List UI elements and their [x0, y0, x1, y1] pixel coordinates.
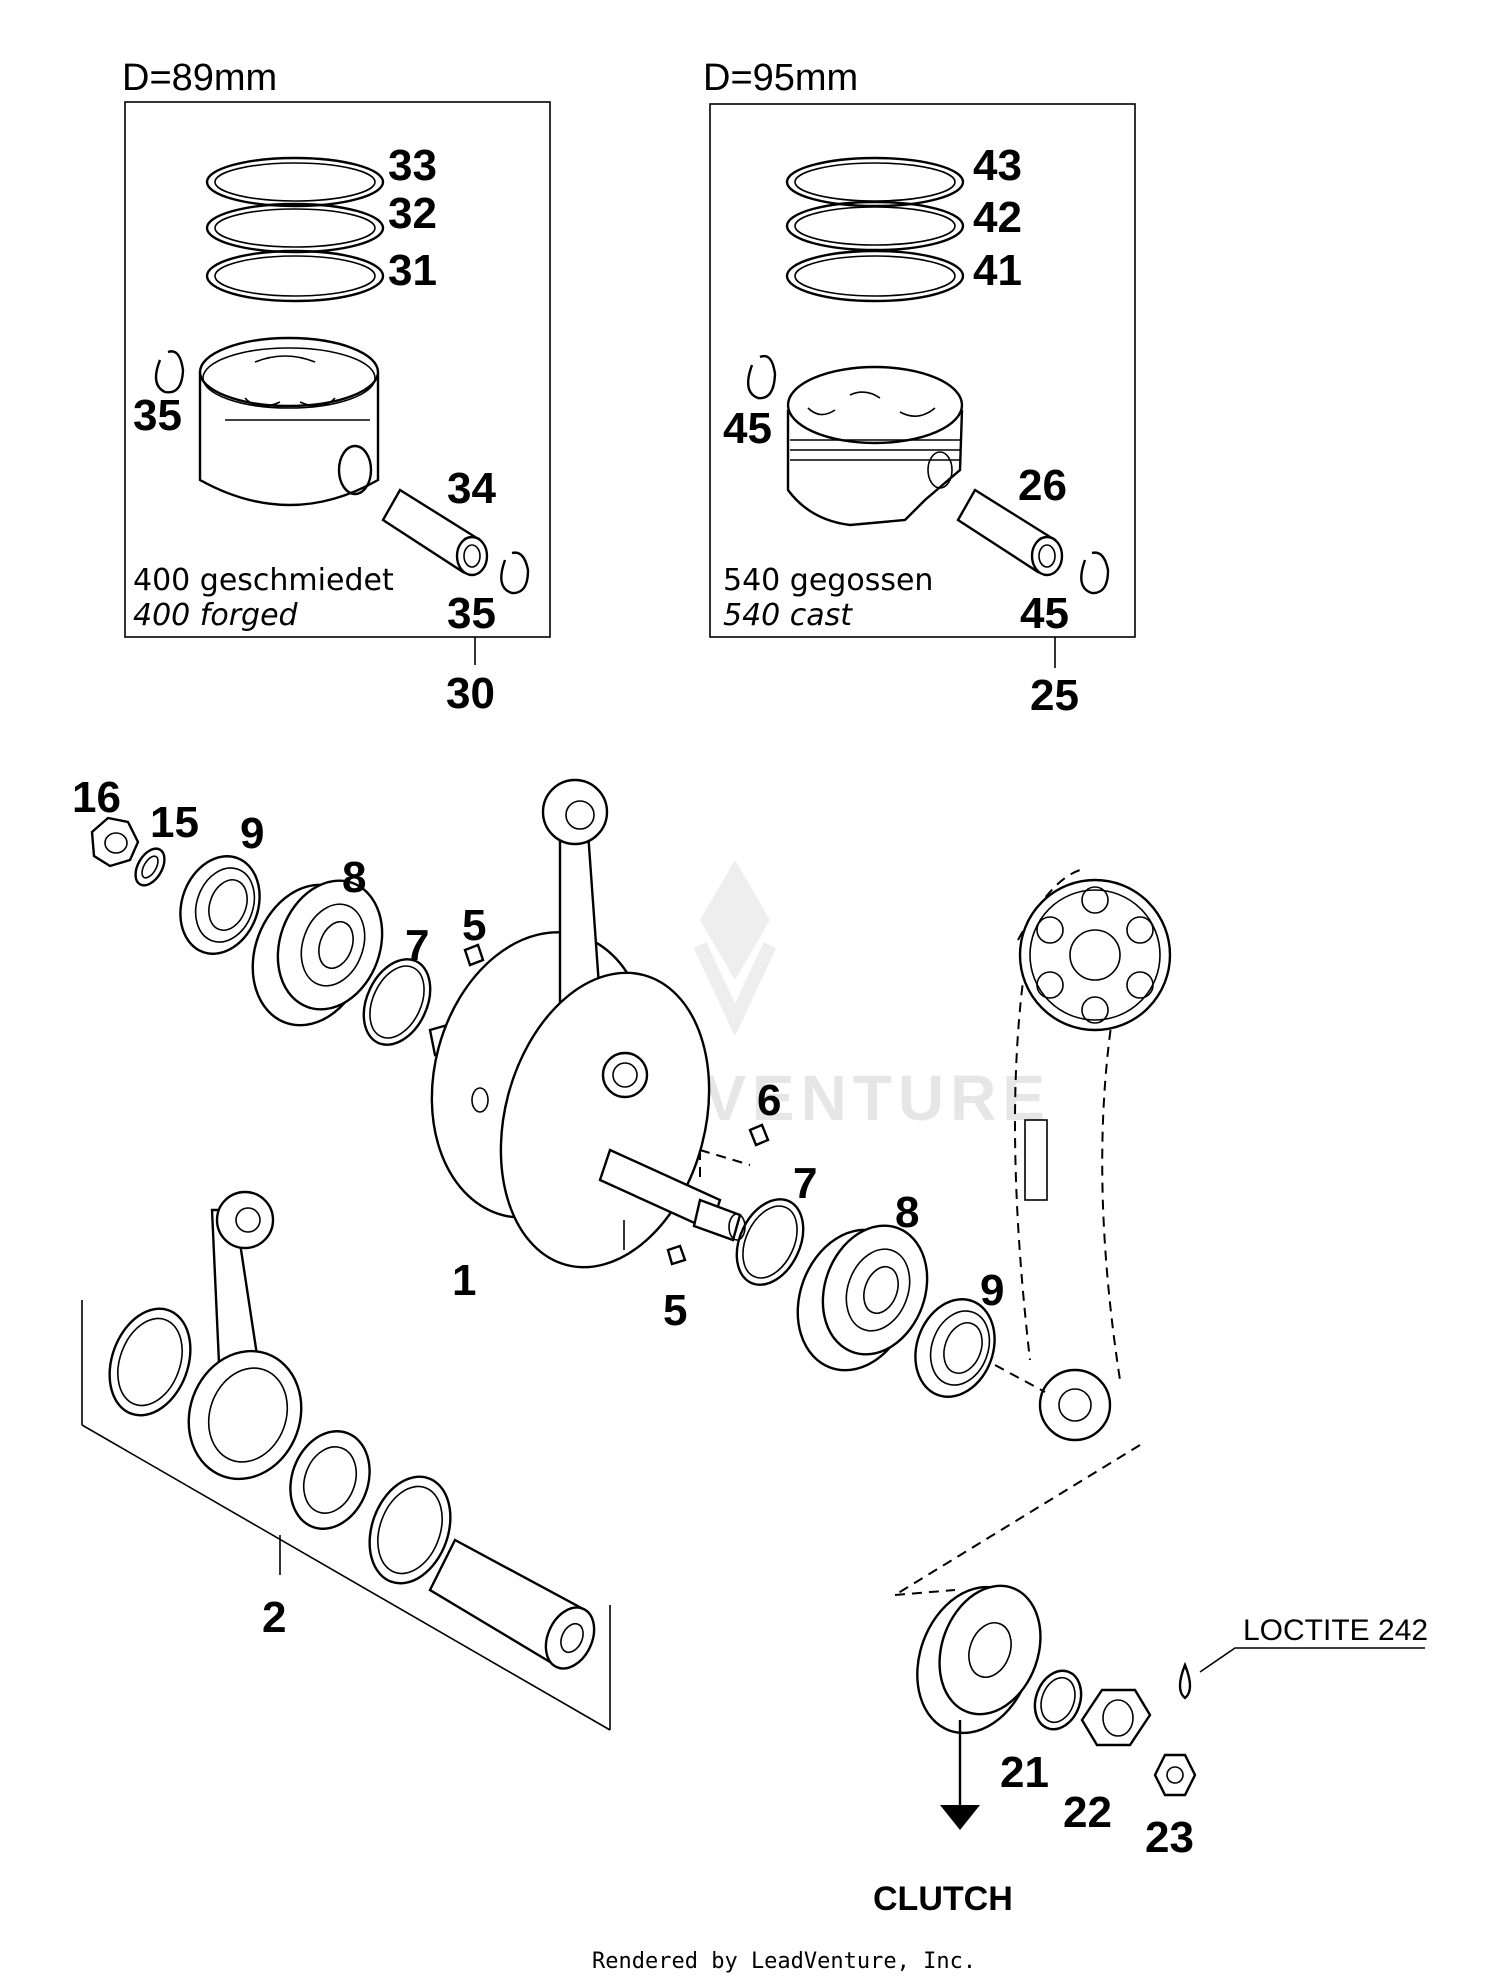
kit-89-desc-en: 400 forged	[133, 598, 299, 633]
label-41: 41	[973, 246, 1022, 295]
shaft-seal-9-right	[914, 1298, 996, 1398]
circlip-89-right	[500, 551, 530, 595]
label-16: 16	[72, 773, 121, 822]
label-45-left: 45	[723, 404, 772, 453]
crank-sprocket	[1038, 1368, 1112, 1442]
circlip-89-left	[154, 350, 185, 394]
label-35-left: 35	[133, 391, 182, 440]
label-6: 6	[757, 1076, 781, 1125]
piston-rings-89	[205, 156, 385, 303]
washer-15	[134, 847, 166, 887]
label-5-bottom: 5	[663, 1286, 687, 1335]
piston-89	[198, 336, 380, 507]
wrist-pin-95	[956, 488, 1064, 577]
piston-kit-89mm: D=89mm	[122, 57, 551, 718]
circlip-95-right	[1080, 551, 1110, 595]
label-34: 34	[447, 464, 496, 513]
camshaft-sprocket	[1018, 878, 1172, 1032]
kit-89-title: D=89mm	[122, 57, 277, 99]
label-30: 30	[446, 669, 495, 718]
crankshaft-1	[428, 778, 751, 1269]
label-8-left: 8	[342, 853, 366, 902]
label-9-right: 9	[980, 1266, 1004, 1315]
shaft-seal-9-left	[179, 855, 261, 955]
label-43: 43	[973, 141, 1022, 190]
label-32: 32	[388, 189, 437, 238]
label-23: 23	[1145, 1813, 1194, 1862]
crankshaft-assembly: 16 15 9 8 7 5 1 6 7 8 9 5 2 21 22 23 LOC…	[72, 773, 1428, 1918]
label-5-top: 5	[462, 901, 486, 950]
nut-23	[1153, 1753, 1197, 1797]
label-22: 22	[1063, 1788, 1112, 1837]
label-8-right: 8	[895, 1188, 919, 1237]
loctite-label: LOCTITE 242	[1243, 1614, 1428, 1647]
footer-credit: Rendered by LeadVenture, Inc.	[592, 1949, 976, 1974]
label-1: 1	[452, 1256, 476, 1305]
piston-95	[786, 365, 964, 527]
kit-89-desc-de: 400 geschmiedet	[133, 563, 394, 598]
shim-7-left	[362, 958, 432, 1046]
circlip-95-left	[746, 354, 777, 400]
kit-95-title: D=95mm	[703, 57, 858, 99]
conrod-kit-2	[81, 1190, 611, 1731]
label-31: 31	[388, 246, 437, 295]
piston-rings-95	[785, 156, 965, 303]
kit-89-frame	[124, 101, 551, 638]
label-21: 21	[1000, 1748, 1049, 1797]
label-45-right: 45	[1020, 589, 1069, 638]
kit-95-desc-en: 540 cast	[723, 598, 853, 633]
woodruff-key-5-top	[463, 943, 485, 967]
wrist-pin-89	[381, 488, 489, 577]
label-7-left: 7	[405, 921, 429, 970]
nut-22	[1080, 1688, 1152, 1747]
label-35-right: 35	[447, 589, 496, 638]
label-33: 33	[388, 141, 437, 190]
label-25: 25	[1030, 671, 1079, 720]
loctite-drop	[1178, 1647, 1425, 1700]
clutch-label: CLUTCH	[873, 1880, 1013, 1918]
primary-drive-gear	[894, 1584, 1042, 1830]
label-42: 42	[973, 193, 1022, 242]
label-2: 2	[262, 1593, 286, 1642]
woodruff-key-6	[748, 1123, 770, 1147]
shim-7-right	[735, 1198, 805, 1286]
label-9-left: 9	[240, 809, 264, 858]
bearing-8-left	[251, 879, 384, 1027]
label-15: 15	[150, 798, 199, 847]
washer-21	[1033, 1669, 1083, 1731]
bearing-8-right	[796, 1224, 929, 1372]
label-7-right: 7	[793, 1159, 817, 1208]
nut-16	[90, 816, 140, 868]
piston-kit-95mm: D=95mm 43 42	[703, 57, 1136, 720]
kit-95-desc-de: 540 gegossen	[723, 563, 933, 598]
clutch-arrow	[940, 1805, 980, 1830]
label-26: 26	[1018, 461, 1067, 510]
kit-95-frame	[709, 103, 1136, 638]
woodruff-key-5-bottom	[666, 1244, 687, 1266]
timing-chain	[894, 869, 1172, 1596]
